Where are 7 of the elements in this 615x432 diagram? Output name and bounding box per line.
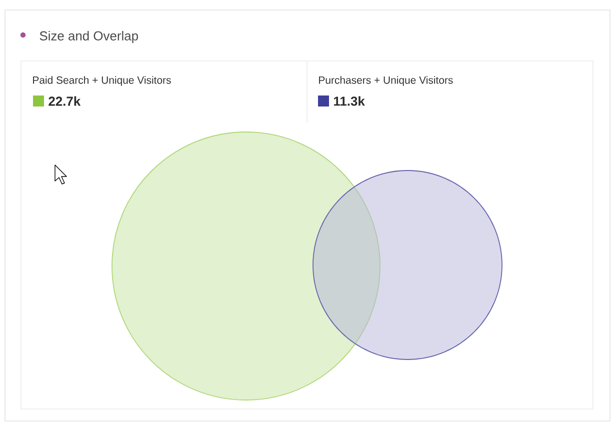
title: Size and Overlap <box>40 30 138 44</box>
series-label: Paid Search + Unique Visitors <box>33 76 171 86</box>
venn-circle <box>312 170 502 360</box>
value-label: 22.7k <box>48 96 81 106</box>
value-label: 11.3k <box>334 96 365 106</box>
venn-circle <box>112 132 380 400</box>
series-label: Purchasers + Unique Visitors <box>319 76 453 86</box>
